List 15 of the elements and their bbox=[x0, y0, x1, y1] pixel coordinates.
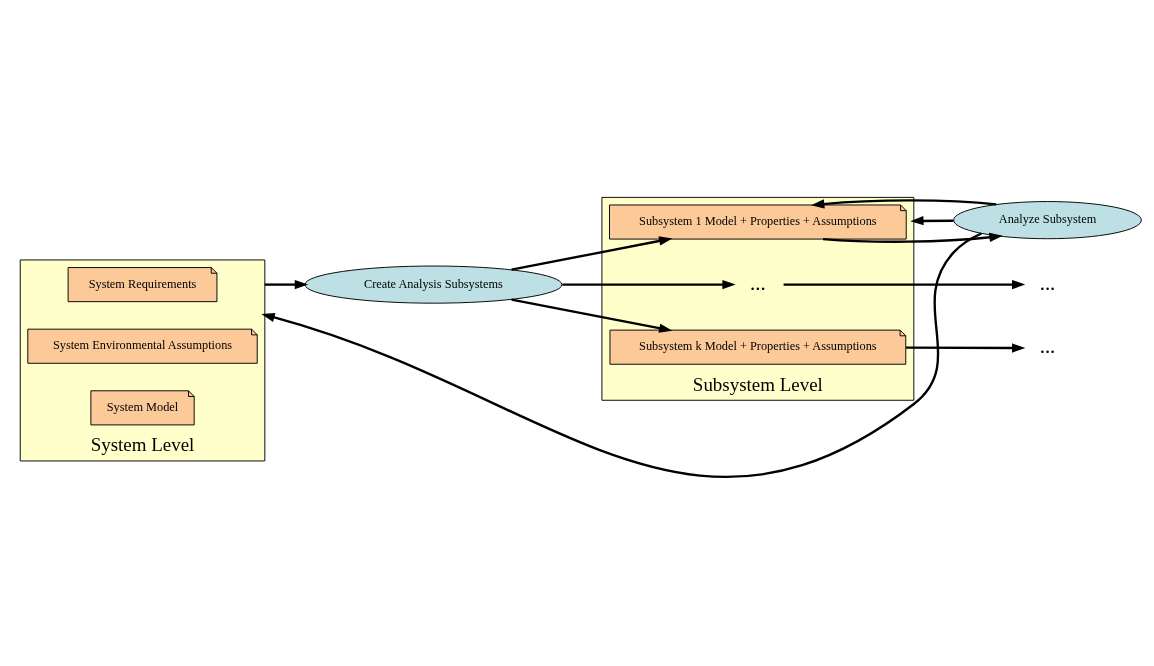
node-text: ... bbox=[1039, 333, 1056, 358]
arrow bbox=[511, 235, 673, 271]
arrow bbox=[511, 297, 673, 333]
arrow bbox=[264, 279, 309, 289]
arrow bbox=[811, 198, 997, 209]
node-ellipse: Create Analysis Subsystems bbox=[304, 265, 563, 304]
arrow bbox=[906, 342, 1026, 353]
arrow bbox=[562, 279, 736, 289]
arrow bbox=[261, 231, 982, 477]
node-text: ... bbox=[750, 270, 766, 295]
arrow bbox=[783, 279, 1026, 289]
node-ellipse: Analyze Subsystem bbox=[953, 200, 1142, 239]
arrow bbox=[910, 215, 954, 225]
node-text: ... bbox=[1039, 270, 1056, 295]
arrow bbox=[822, 232, 1003, 243]
